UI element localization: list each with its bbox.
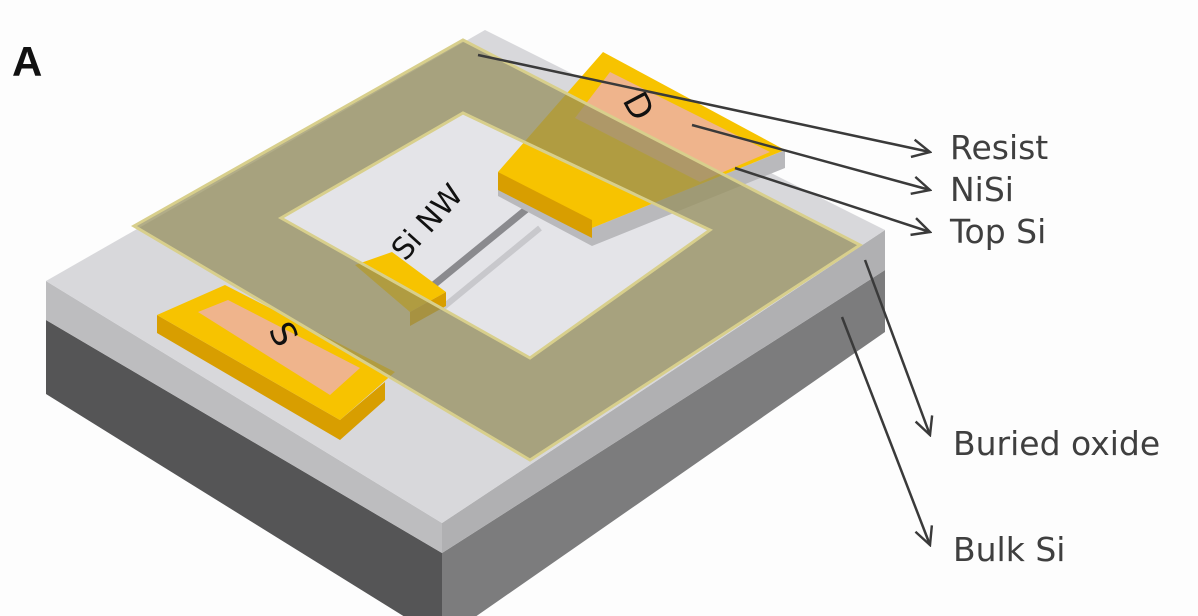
buried-oxide-arrow: [863, 259, 930, 435]
source-nisi: [198, 300, 360, 395]
si-nanowire: [422, 205, 531, 295]
callout-bulk-si: Bulk Si: [953, 530, 1066, 569]
nisi-arrow: [691, 123, 930, 190]
drain-nisi: [575, 72, 770, 182]
callout-resist: Resist: [950, 128, 1049, 167]
callout-nisi: NiSi: [950, 170, 1014, 209]
bulk-si-right-face: [442, 270, 885, 616]
buried-oxide-right-face: [442, 230, 885, 553]
panel-label: A: [12, 38, 43, 85]
callout-buried-oxide: Buried oxide: [953, 424, 1161, 463]
resist-frame: [131, 38, 863, 462]
bulk-si-left-face: [46, 320, 442, 616]
resist-arrow: [477, 53, 930, 152]
bulk-si-arrow: [840, 316, 930, 545]
callout-top-si: Top Si: [950, 212, 1047, 251]
buried-oxide-left-face: [46, 281, 442, 553]
drain-arm-side: [498, 172, 592, 238]
top-si-arrow: [734, 166, 930, 232]
nanowire-shadow: [438, 225, 542, 313]
